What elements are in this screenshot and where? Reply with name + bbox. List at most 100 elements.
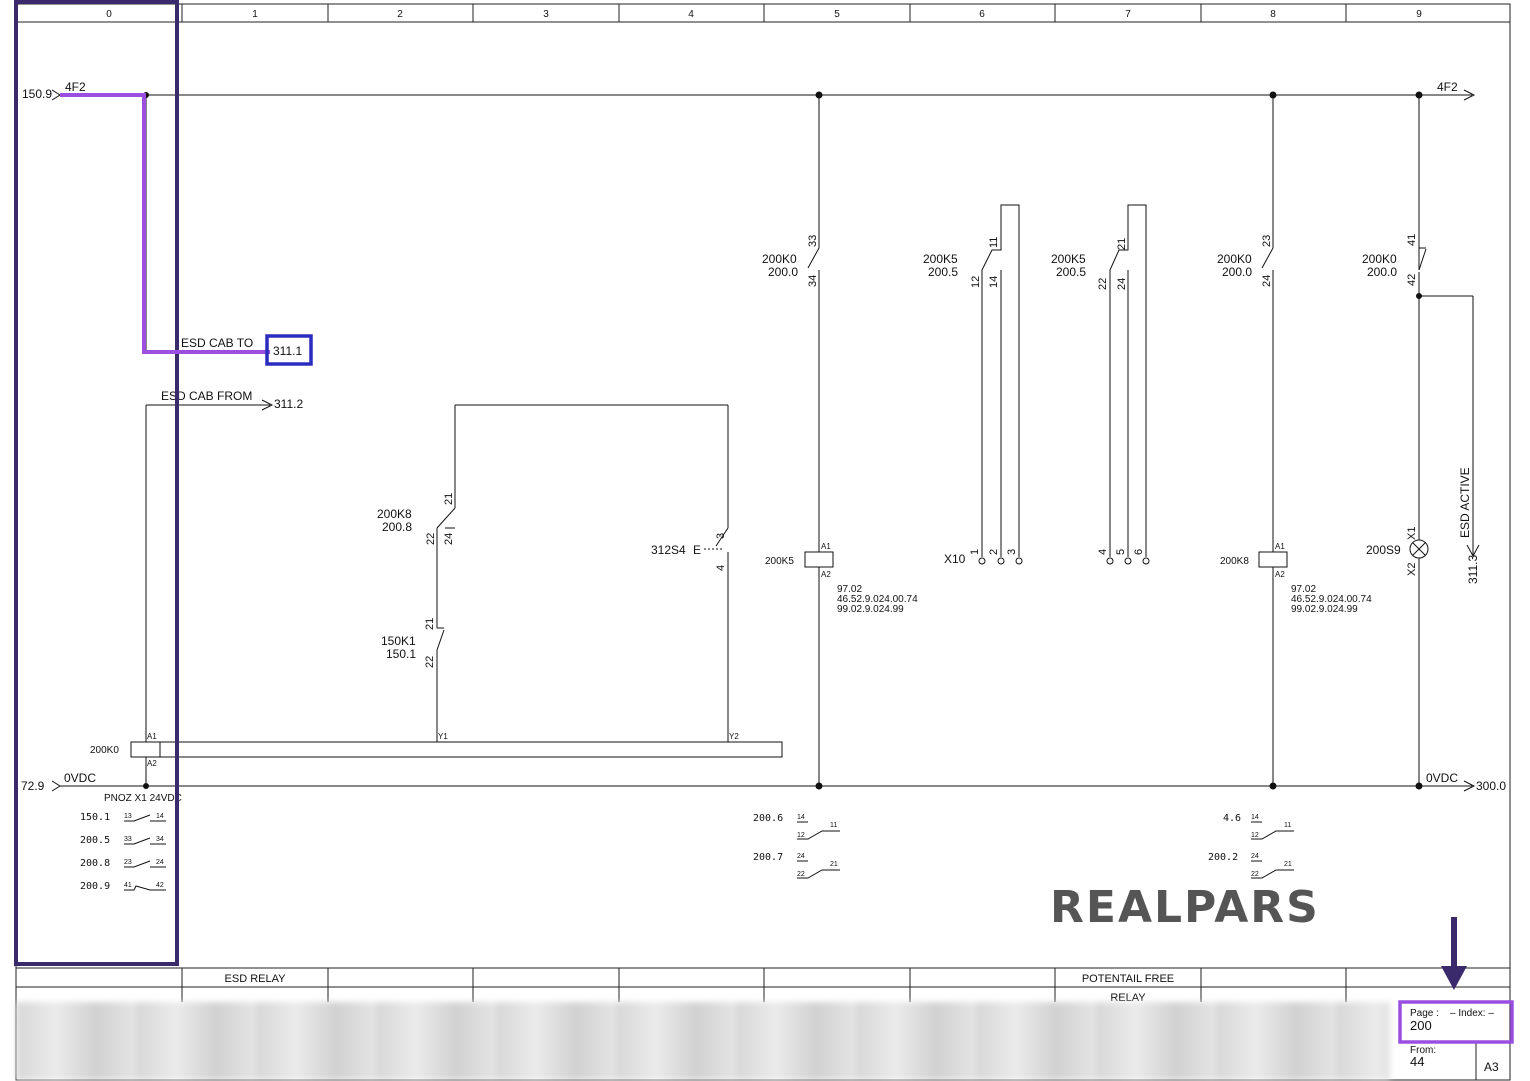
column-number: 2 [397,9,403,20]
xref-pin: 41 [124,882,132,889]
column-number: 3 [543,9,549,20]
junction-dot [1416,293,1422,299]
pnoz-contact-refs: 150.1 13 14 200.5 33 34 200.8 23 24 200.… [80,812,166,892]
col8-coil-a2: A2 [1275,570,1285,579]
from-label: From: [1410,1045,1436,1056]
xref-ref: 200.5 [80,835,110,846]
highlight-path [60,93,270,354]
footer-esd-relay: ESD RELAY [225,973,287,985]
xref-pin: 22 [1251,871,1259,878]
xref-ref: 150.1 [80,812,110,823]
pnoz-a1: A1 [147,732,157,741]
bottom-rail-label-right: 0VDC [1426,771,1458,785]
xref-pin: 12 [1251,832,1259,839]
col6-terminal-pin: 3 [1006,549,1018,555]
xref-pin: 24 [797,853,805,860]
column-number: 9 [1416,9,1422,20]
xref-ref: 4.6 [1223,813,1241,824]
column8-wiring [1258,95,1288,786]
contact-200k8-pin: 24 [443,533,455,545]
contact-150k1-ref: 150.1 [386,647,416,661]
column-number: 1 [252,9,258,20]
col5-coil-a1: A1 [821,542,831,551]
contact-200k8-pin: 22 [425,533,437,545]
col7-terminal-pin: 6 [1133,549,1145,555]
col6-terminal: X10 [944,552,966,566]
esd-cab-to-label: ESD CAB TO [181,336,253,350]
col5-pin: 34 [807,275,819,287]
col9-contact-tag: 200K0 [1362,252,1397,266]
xref-pin: 23 [124,859,132,866]
highlight-column0 [14,0,179,966]
page-value: 200 [1410,1018,1432,1033]
contact-150k1-pin: 21 [424,618,436,630]
xref-pin: 12 [797,832,805,839]
xref-pin: 21 [830,861,838,868]
col7-terminal-pin: 4 [1097,549,1109,555]
pnoz-tag: 200K0 [90,745,119,756]
esd-cab-from-ref: 311.2 [274,397,303,411]
col9-pin: 41 [1406,234,1418,246]
xref-ref: 200.6 [753,813,783,824]
xref-pin: 13 [124,813,132,820]
col5-coil-a2: A2 [821,570,831,579]
col7-ref: 200.5 [1056,265,1086,279]
realpars-logo: REALPARS [1050,882,1320,933]
col8-coil-a1: A1 [1275,542,1285,551]
pnoz-y1: Y1 [438,732,448,741]
col8-pin: 24 [1261,275,1273,287]
highlight-reference-box [265,334,313,366]
column-number: 5 [834,9,840,20]
column7-wiring [1106,204,1150,565]
col9-contact-ref: 200.0 [1367,265,1397,279]
xref-pin: 14 [797,814,805,821]
top-rail-label-right: 4F2 [1437,80,1458,94]
column-number: 8 [1270,9,1276,20]
col9-lamp-tag: 200S9 [1366,543,1401,557]
contact-200k8-tag: 200K8 [377,507,412,521]
column6-wiring [978,204,1023,565]
sheet-size: A3 [1484,1060,1499,1074]
xref-ref: 200.2 [1208,852,1238,863]
col8-contact-ref: 200.0 [1222,265,1252,279]
col5-part: 99.02.9.024.99 [837,604,904,615]
col8-contact-tag: 200K0 [1217,252,1252,266]
column-number: 6 [979,9,985,20]
column-number: 0 [106,9,112,20]
col9-lamp-x2: X2 [1406,563,1418,576]
xref-pin: 21 [1284,861,1292,868]
col8-xrefs: 4.6 14 12 11 200.2 24 22 21 [1208,813,1294,879]
col5-coil-tag: 200K5 [765,556,794,567]
highlight-page-box [1398,1000,1514,1044]
col6-pin: 14 [988,276,1000,288]
xref-pin: 11 [1284,822,1291,829]
xref-ref: 200.9 [80,881,110,892]
page-label: Page : [1410,1008,1439,1019]
bottom-rail [51,780,1476,792]
pnoz-label: PNOZ X1 24VDC [104,793,182,804]
col6-terminal-pin: 1 [969,549,981,555]
column-number: 4 [688,9,694,20]
footer-relay: RELAY [1110,992,1146,1004]
from-value: 44 [1410,1054,1424,1069]
contact-200k8-ref: 200.8 [382,520,412,534]
xref-ref: 200.7 [753,852,783,863]
estop-loop-wiring [436,404,729,742]
col7-terminal-pin: 5 [1115,549,1127,555]
top-rail-ref: 150.9 [22,87,52,101]
col5-xrefs: 200.6 14 12 11 200.7 24 22 21 [753,813,840,879]
footer-potential-free: POTENTAIL FREE [1082,973,1174,985]
col6-pin: 12 [970,276,982,288]
xref-ref: 200.8 [80,858,110,869]
pnoz-a2: A2 [147,759,157,768]
arrow-down-icon [1441,966,1467,990]
top-rail [51,89,1476,101]
pnoz-y2: Y2 [729,732,739,741]
col6-tag: 200K5 [923,252,958,266]
esd-cab-wiring [145,95,274,742]
index-label: – Index: – [1450,1008,1494,1019]
column5-wiring [804,95,834,786]
contact-150k1-pin: 22 [424,656,436,668]
pnoz-module [130,741,783,758]
